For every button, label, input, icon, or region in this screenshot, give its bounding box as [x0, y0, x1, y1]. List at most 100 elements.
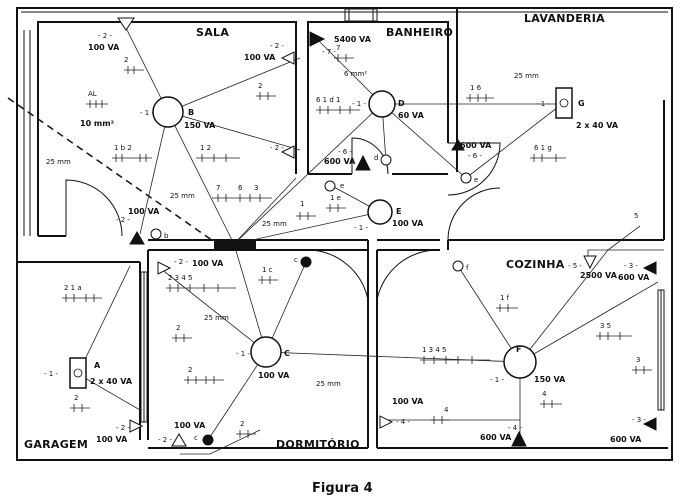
svg-text:600 VA: 600 VA [480, 433, 512, 442]
doors [65, 137, 501, 301]
svg-text:c: c [194, 434, 198, 442]
svg-text:- 4 -: - 4 - [508, 424, 522, 432]
svg-text:6 mm²: 6 mm² [344, 70, 367, 78]
svg-text:2: 2 [124, 56, 128, 64]
svg-text:- 3 -: - 3 - [632, 416, 646, 424]
svg-text:d: d [374, 154, 378, 162]
svg-text:- 6 -: - 6 - [338, 148, 352, 156]
svg-text:D: D [398, 99, 405, 108]
conduits [77, 27, 664, 455]
svg-text:E: E [396, 207, 401, 216]
light-B: B 150 VA - 1 - [140, 96, 216, 130]
svg-text:3: 3 [636, 356, 640, 364]
svg-text:- 1 -: - 1 - [490, 376, 504, 384]
svg-text:6 1 g: 6 1 g [534, 144, 552, 152]
outlet-sala-right: - 2 - 100 VA [244, 42, 295, 65]
svg-text:2 x 40 VA: 2 x 40 VA [90, 377, 133, 386]
svg-text:150 VA: 150 VA [534, 375, 566, 384]
svg-text:- 3 -: - 3 - [624, 262, 638, 270]
svg-text:f: f [466, 264, 469, 272]
room-label-banheiro: BANHEIRO [386, 26, 453, 39]
svg-text:- 2 -: - 2 - [98, 32, 112, 40]
outlet-dorm-top: - 2 - 100 VA [157, 258, 224, 275]
svg-text:100 VA: 100 VA [88, 43, 120, 52]
room-label-cozinha: COZINHA [506, 258, 565, 271]
svg-text:150 VA: 150 VA [184, 121, 216, 130]
svg-text:25 mm: 25 mm [46, 158, 71, 166]
walls [16, 7, 673, 461]
svg-text:- 2 -: - 2 - [158, 436, 172, 444]
svg-text:- 1 -: - 1 - [44, 370, 58, 378]
svg-text:- 2 -: - 2 - [174, 258, 188, 266]
outlet-cozinha-bottom-right: - 3 - 600 VA [610, 416, 657, 444]
circuit-annotations: AL 10 mm² 25 mm 1 b 2 1 2 2 2 25 mm 7 6 … [46, 44, 640, 428]
svg-text:- 2 -: - 2 - [270, 42, 284, 50]
svg-text:2: 2 [240, 420, 244, 428]
svg-text:600 VA: 600 VA [460, 141, 492, 150]
svg-text:- 1 -: - 1 - [354, 224, 368, 232]
dormitorio-door [305, 249, 369, 301]
svg-text:- 4 -: - 4 - [396, 418, 410, 426]
svg-text:100 VA: 100 VA [174, 421, 206, 430]
light-F: F 150 VA - 1 - [490, 345, 566, 384]
svg-text:2500 VA: 2500 VA [580, 271, 618, 280]
svg-text:100 VA: 100 VA [258, 371, 290, 380]
room-label-dormitorio: DORMITÓRIO [276, 438, 360, 451]
svg-text:3: 3 [254, 184, 258, 192]
svg-text:2 3 4 5: 2 3 4 5 [168, 274, 193, 282]
svg-text:- 1 -: - 1 - [140, 109, 154, 117]
svg-text:- 7 -: - 7 - [322, 48, 336, 56]
svg-text:- 1 -: - 1 - [536, 100, 550, 108]
light-A: A 2 x 40 VA - 1 - [44, 357, 133, 389]
svg-text:2: 2 [176, 324, 180, 332]
svg-text:2: 2 [258, 82, 262, 90]
svg-text:e: e [340, 182, 344, 190]
svg-text:7: 7 [336, 44, 340, 52]
svg-text:6 1 d 1: 6 1 d 1 [316, 96, 340, 104]
svg-text:2: 2 [74, 394, 78, 402]
svg-text:100 VA: 100 VA [392, 397, 424, 406]
room-label-lavanderia: LAVANDERIA [524, 12, 605, 25]
lavanderia-door [447, 142, 501, 196]
outlet-banheiro-bottom: - 6 - 600 VA [324, 148, 371, 171]
banheiro-door [351, 137, 389, 175]
sala-door [65, 179, 123, 237]
svg-text:25 mm: 25 mm [170, 192, 195, 200]
room-label-sala: SALA [196, 26, 229, 39]
svg-text:- 2 -: - 2 - [116, 424, 130, 432]
svg-text:4: 4 [444, 406, 449, 414]
svg-text:- 6 -: - 6 - [468, 152, 482, 160]
switches: b d e e f c c [150, 154, 478, 446]
outlet-cozinha-top-right: - 3 - 600 VA [618, 261, 657, 282]
svg-text:10 mm²: 10 mm² [80, 119, 115, 128]
figure-caption: Figura 4 [312, 481, 373, 496]
svg-text:600 VA: 600 VA [618, 273, 650, 282]
outlet-cozinha-top-left: - 5 - 2500 VA [568, 255, 618, 280]
outlet-cozinha-bottom-left: 100 VA - 4 - [379, 397, 424, 429]
outlet-lavanderia: 600 VA - 6 - [451, 139, 492, 160]
svg-text:5400 VA: 5400 VA [334, 35, 372, 44]
svg-text:100 VA: 100 VA [96, 435, 128, 444]
svg-text:F: F [516, 345, 521, 354]
svg-text:1 2: 1 2 [200, 144, 211, 152]
svg-text:C: C [284, 349, 290, 358]
svg-text:- 1 -: - 1 - [352, 100, 366, 108]
svg-text:25 mm: 25 mm [316, 380, 341, 388]
outlet-sala-door: - 2 - 100 VA [116, 207, 160, 245]
cozinha-door-upper [447, 187, 501, 241]
svg-text:2 1 a: 2 1 a [64, 284, 82, 292]
svg-text:25 mm: 25 mm [514, 72, 539, 80]
cozinha-door [376, 249, 441, 301]
outer-wall [16, 7, 673, 461]
wire-marks [62, 54, 652, 438]
outlet-sala-right2: - 2 - [270, 144, 295, 159]
svg-text:2: 2 [188, 366, 192, 374]
svg-text:1 3 4 5: 1 3 4 5 [422, 346, 447, 354]
svg-text:100 VA: 100 VA [192, 259, 224, 268]
outlets: - 2 - 100 VA - 2 - 100 VA - 2 - - 2 - 10… [88, 17, 657, 447]
svg-text:7: 7 [216, 184, 220, 192]
light-C: C 100 VA - 1 - [236, 336, 290, 380]
svg-text:AL: AL [88, 90, 97, 98]
svg-text:1: 1 [300, 200, 304, 208]
svg-text:1 b 2: 1 b 2 [114, 144, 132, 152]
